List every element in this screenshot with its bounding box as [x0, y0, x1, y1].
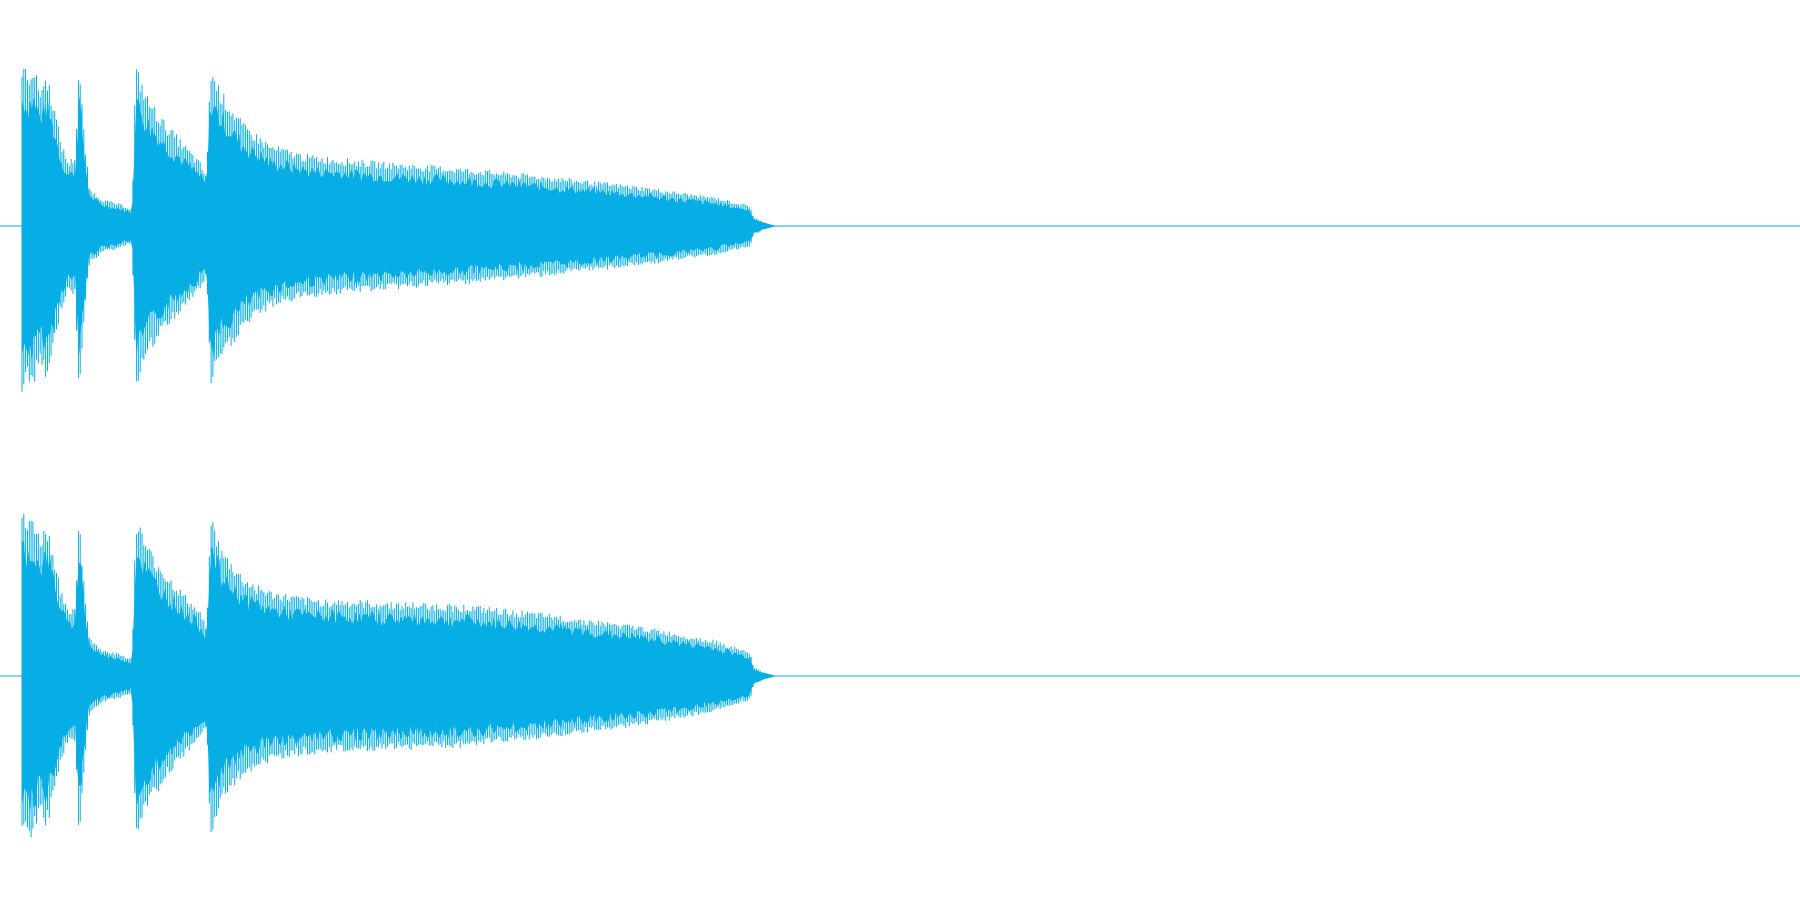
channel-2-transient-spikes — [21, 513, 761, 838]
channel-1-transient-spikes — [21, 68, 761, 392]
channel-2-waveform[interactable] — [0, 513, 1800, 838]
channel-1-waveform[interactable] — [0, 68, 1800, 392]
channel-1-amplitude-envelope — [22, 95, 1798, 360]
channel-2-amplitude-envelope — [22, 540, 1798, 812]
